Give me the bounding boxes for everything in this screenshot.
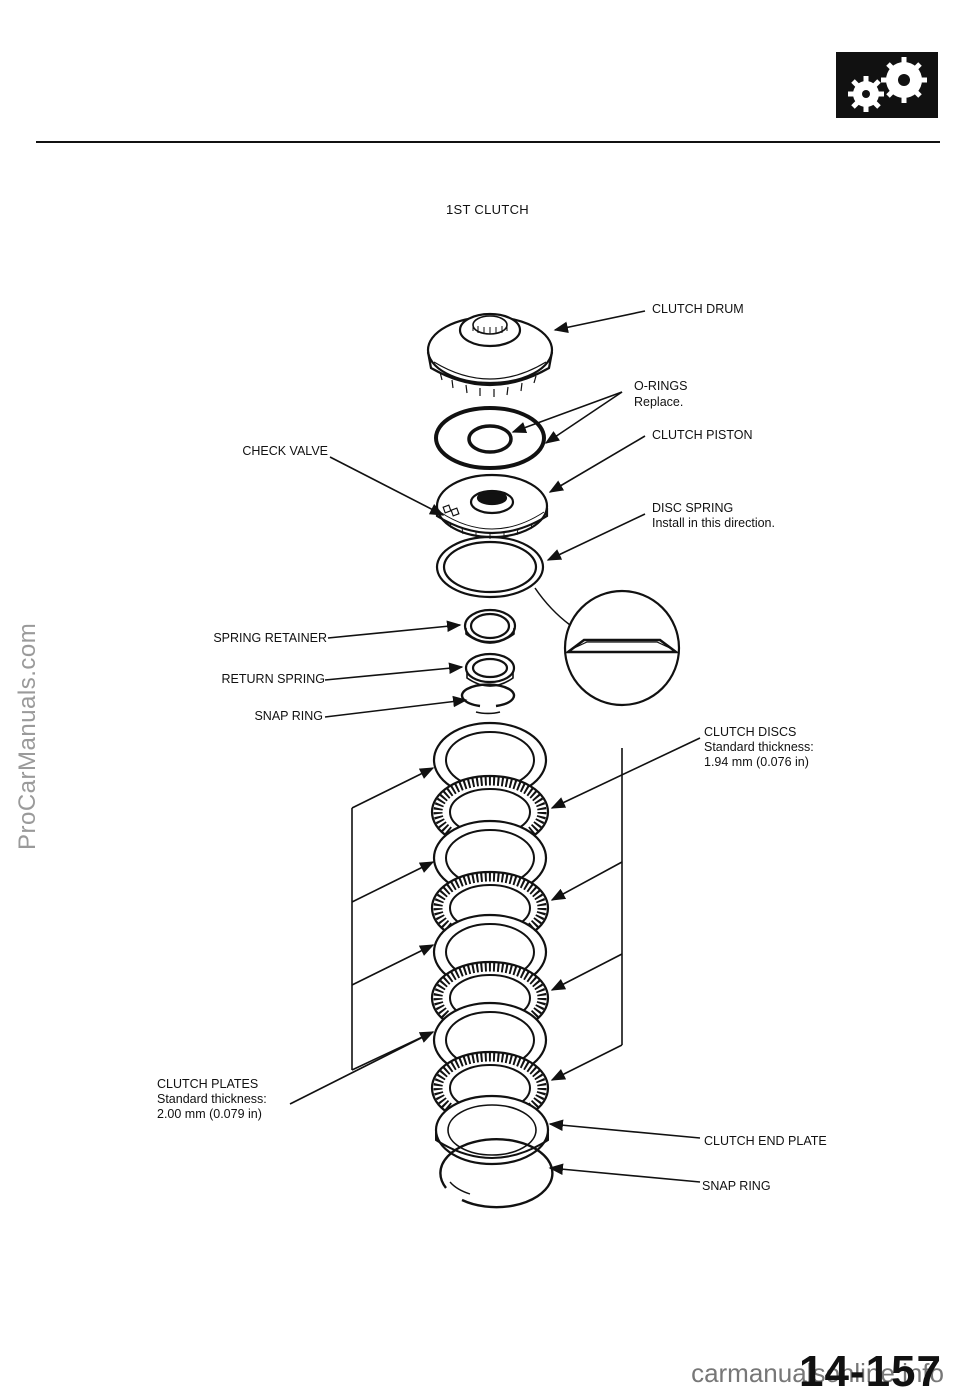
label-clutch-plates-value: 2.00 mm (0.079 in)	[157, 1107, 262, 1121]
label-clutch-plates-std: Standard thickness:	[157, 1092, 267, 1106]
site-watermark: carmanualsonline.info	[691, 1358, 944, 1388]
snap-ring-lower	[439, 1137, 554, 1209]
return-spring	[464, 652, 516, 687]
label-clutch-end-plate: CLUTCH END PLATE	[704, 1134, 827, 1148]
gear-icon	[848, 57, 927, 112]
label-clutch-drum: CLUTCH DRUM	[652, 302, 744, 316]
clutch-pack	[430, 721, 554, 1209]
leader-lines	[289, 310, 701, 1183]
page-number: 14-157	[798, 1347, 942, 1396]
disc-spring-detail	[563, 589, 681, 707]
label-clutch-discs: CLUTCH DISCS	[704, 725, 797, 739]
label-clutch-discs-value: 1.94 mm (0.076 in)	[704, 755, 809, 769]
label-snap-ring-lower: SNAP RING	[702, 1179, 771, 1193]
snap-ring-upper	[460, 683, 516, 715]
label-clutch-discs-std: Standard thickness:	[704, 740, 814, 754]
label-o-rings: O-RINGS	[634, 379, 688, 393]
label-clutch-plates: CLUTCH PLATES	[157, 1077, 259, 1091]
o-ring-large	[434, 406, 546, 470]
disc-spring	[435, 535, 571, 626]
spring-retainer	[463, 608, 517, 644]
clutch-piston	[435, 473, 549, 539]
diagram-title: 1ST CLUTCH	[446, 202, 529, 217]
label-o-rings-note: Replace.	[634, 395, 684, 409]
clutch-drum	[426, 312, 554, 397]
watermark-procarmanuals: ProCarManuals.com	[14, 622, 41, 850]
label-check-valve: CHECK VALVE	[242, 444, 328, 458]
label-disc-spring: DISC SPRING	[652, 501, 734, 515]
label-disc-spring-note: Install in this direction.	[652, 516, 775, 530]
label-clutch-piston: CLUTCH PISTON	[652, 428, 753, 442]
label-spring-retainer: SPRING RETAINER	[213, 631, 327, 645]
clutch-end-plate	[434, 1094, 550, 1166]
gear-logo-box	[836, 52, 938, 118]
label-return-spring: RETURN SPRING	[221, 672, 325, 686]
label-snap-ring-upper: SNAP RING	[254, 709, 323, 723]
